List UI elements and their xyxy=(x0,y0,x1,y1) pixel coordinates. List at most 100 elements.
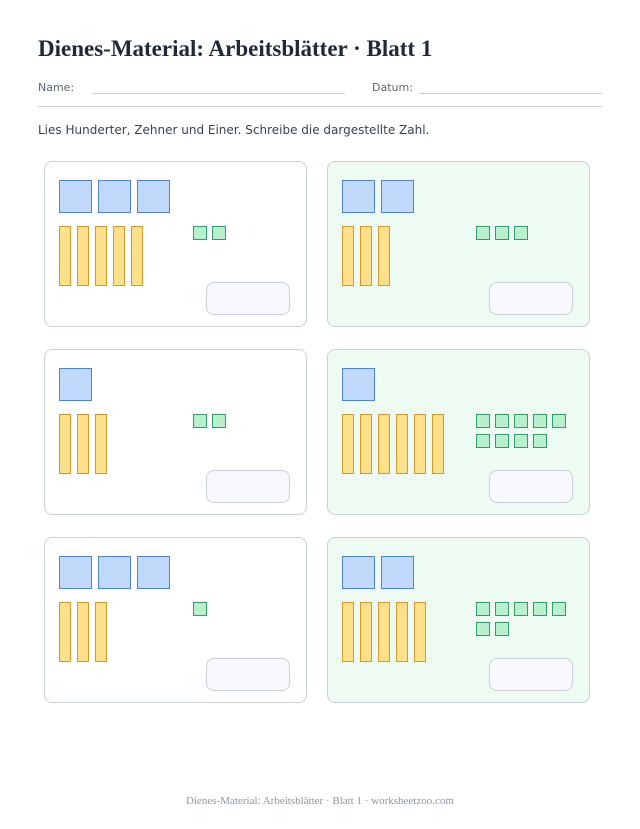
ten-rod xyxy=(396,414,408,474)
hundred-block xyxy=(381,556,414,589)
ten-rod xyxy=(77,414,89,474)
hundreds-group xyxy=(342,368,375,401)
ones-group xyxy=(193,602,293,616)
ten-rod xyxy=(342,226,354,286)
hundreds-group xyxy=(342,180,414,213)
one-cube xyxy=(495,602,509,616)
one-cube xyxy=(533,414,547,428)
one-cube xyxy=(514,414,528,428)
answer-box[interactable] xyxy=(489,282,573,315)
ones-group xyxy=(476,414,576,448)
ten-rod xyxy=(414,414,426,474)
ones-group xyxy=(193,414,293,428)
tens-group xyxy=(59,414,107,474)
answer-box[interactable] xyxy=(206,658,290,691)
hundred-block xyxy=(59,180,92,213)
task-card-4 xyxy=(327,349,590,515)
instructions: Lies Hunderter, Zehner und Einer. Schrei… xyxy=(38,123,430,137)
task-card-2 xyxy=(327,161,590,327)
one-cube xyxy=(495,414,509,428)
ten-rod xyxy=(113,226,125,286)
ten-rod xyxy=(378,226,390,286)
one-cube xyxy=(495,226,509,240)
tens-group xyxy=(342,602,426,662)
ten-rod xyxy=(95,414,107,474)
student-info-fields: Name: Datum: xyxy=(38,80,602,108)
ten-rod xyxy=(59,226,71,286)
answer-box[interactable] xyxy=(206,470,290,503)
hundreds-group xyxy=(59,556,170,589)
one-cube xyxy=(476,226,490,240)
one-cube xyxy=(212,226,226,240)
ten-rod xyxy=(360,226,372,286)
one-cube xyxy=(193,602,207,616)
task-card-5 xyxy=(44,537,307,703)
answer-box[interactable] xyxy=(206,282,290,315)
tens-group xyxy=(59,226,143,286)
ten-rod xyxy=(342,602,354,662)
ten-rod xyxy=(59,414,71,474)
footer: Dienes-Material: Arbeitsblätter · Blatt … xyxy=(186,795,454,807)
one-cube xyxy=(495,434,509,448)
ten-rod xyxy=(95,226,107,286)
task-card-3 xyxy=(44,349,307,515)
hundred-block xyxy=(137,556,170,589)
one-cube xyxy=(495,622,509,636)
task-card-6 xyxy=(327,537,590,703)
one-cube xyxy=(552,414,566,428)
header-divider xyxy=(38,106,602,107)
ten-rod xyxy=(396,602,408,662)
ones-group xyxy=(476,226,576,240)
ten-rod xyxy=(95,602,107,662)
name-line[interactable] xyxy=(92,93,345,94)
ten-rod xyxy=(59,602,71,662)
hundred-block xyxy=(381,180,414,213)
one-cube xyxy=(533,602,547,616)
ones-group xyxy=(476,602,576,636)
ten-rod xyxy=(77,226,89,286)
hundred-block xyxy=(98,180,131,213)
hundred-block xyxy=(59,368,92,401)
ten-rod xyxy=(131,226,143,286)
one-cube xyxy=(212,414,226,428)
hundred-block xyxy=(342,180,375,213)
hundred-block xyxy=(342,368,375,401)
one-cube xyxy=(193,414,207,428)
one-cube xyxy=(514,434,528,448)
answer-box[interactable] xyxy=(489,470,573,503)
one-cube xyxy=(552,602,566,616)
hundred-block xyxy=(98,556,131,589)
date-line[interactable] xyxy=(419,93,602,94)
task-card-1 xyxy=(44,161,307,327)
hundred-block xyxy=(342,556,375,589)
one-cube xyxy=(476,602,490,616)
tens-group xyxy=(342,414,444,474)
one-cube xyxy=(476,434,490,448)
ten-rod xyxy=(378,414,390,474)
date-label: Datum: xyxy=(372,81,413,94)
ten-rod xyxy=(77,602,89,662)
one-cube xyxy=(476,414,490,428)
ten-rod xyxy=(360,414,372,474)
one-cube xyxy=(193,226,207,240)
one-cube xyxy=(514,602,528,616)
hundred-block xyxy=(59,556,92,589)
one-cube xyxy=(476,622,490,636)
answer-box[interactable] xyxy=(489,658,573,691)
hundred-block xyxy=(137,180,170,213)
ten-rod xyxy=(432,414,444,474)
ten-rod xyxy=(414,602,426,662)
ten-rod xyxy=(342,414,354,474)
tens-group xyxy=(342,226,390,286)
one-cube xyxy=(533,434,547,448)
one-cube xyxy=(514,226,528,240)
ones-group xyxy=(193,226,293,240)
hundreds-group xyxy=(342,556,414,589)
ten-rod xyxy=(360,602,372,662)
worksheet-title: Dienes-Material: Arbeitsblätter · Blatt … xyxy=(38,36,433,61)
name-label: Name: xyxy=(38,81,75,94)
hundreds-group xyxy=(59,180,170,213)
ten-rod xyxy=(378,602,390,662)
hundreds-group xyxy=(59,368,92,401)
tens-group xyxy=(59,602,107,662)
